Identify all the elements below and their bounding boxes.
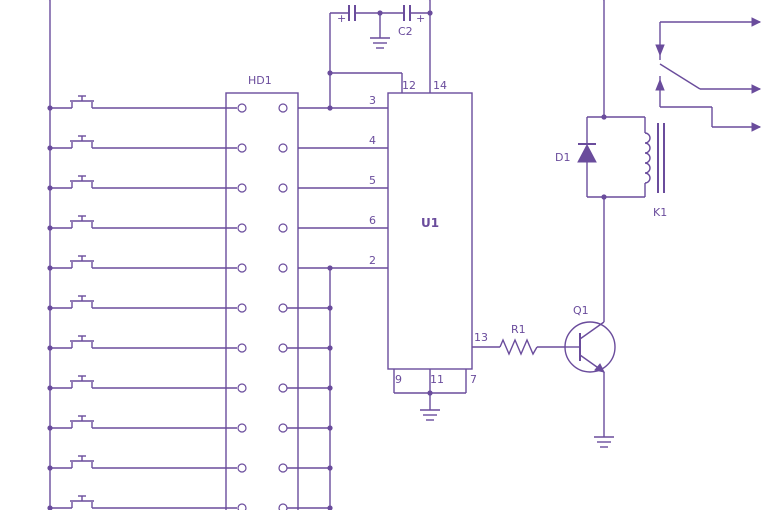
c-plus-right: + (416, 12, 425, 25)
pushbutton-row (47, 375, 237, 391)
q1-label: Q1 (573, 304, 589, 317)
pushbutton-row (47, 135, 237, 151)
relay-contacts (655, 17, 762, 132)
pin-6-label: 6 (369, 214, 376, 227)
hd1-pin-right (278, 263, 288, 273)
r1-label: R1 (511, 323, 526, 336)
hd1-pin-right (278, 183, 288, 193)
pushbutton-row (47, 335, 237, 351)
d1-label: D1 (555, 151, 570, 164)
hd1-label: HD1 (248, 74, 272, 87)
hd1-pin-right (278, 103, 288, 113)
k1-label: K1 (653, 206, 667, 219)
pushbutton-row (47, 295, 237, 311)
hd1-pin-left (237, 503, 247, 510)
d1-k1-network: D1 K1 (555, 0, 667, 219)
hd1-pin-right (278, 423, 288, 433)
pushbutton-row (47, 255, 237, 271)
pin-4-label: 4 (369, 134, 376, 147)
pin-11-label: 11 (430, 373, 444, 386)
q1-ground-symbol (594, 436, 614, 448)
hd1-pin-left (237, 183, 247, 193)
c2-label: C2 (398, 25, 413, 38)
pushbutton-array (47, 95, 237, 510)
u1-chip: U1 12 14 3 4 5 6 2 13 9 11 7 (369, 79, 488, 410)
hd1-pin-left (237, 303, 247, 313)
pin-3-label: 3 (369, 94, 376, 107)
hd1-header: HD1 (225, 74, 333, 510)
pin-7-label: 7 (470, 373, 477, 386)
pin-9-label: 9 (395, 373, 402, 386)
pushbutton-row (47, 215, 237, 231)
r1-resistor: R1 (472, 323, 565, 356)
hd1-pin-right (278, 303, 288, 313)
hd1-pin-right (278, 463, 288, 473)
pushbutton-row (47, 495, 237, 510)
pin-12-label: 12 (402, 79, 416, 92)
pin-2-label: 2 (369, 254, 376, 267)
pin-14-label: 14 (433, 79, 447, 92)
hd1-pin-right (278, 143, 288, 153)
c2-capacitor-network: + + C2 (327, 0, 433, 108)
hd1-pin-left (237, 423, 247, 433)
q1-transistor: Q1 (564, 197, 616, 437)
hd1-pin-left (237, 263, 247, 273)
hd1-pin-left (237, 223, 247, 233)
hd1-to-u1-wires (298, 105, 388, 271)
hd1-pin-left (237, 103, 247, 113)
u1-label: U1 (421, 216, 439, 230)
hd1-pin-left (237, 383, 247, 393)
c-plus-left: + (337, 12, 346, 25)
hd1-pin-right (278, 223, 288, 233)
pushbutton-row (47, 455, 237, 471)
hd1-pin-left (237, 143, 247, 153)
u1-ground-symbol (420, 409, 440, 421)
hd1-pin-right (278, 503, 288, 510)
left-supply-rail (49, 0, 51, 510)
hd1-pin-left (237, 343, 247, 353)
pushbutton-row (47, 175, 237, 191)
pin-13-label: 13 (474, 331, 488, 344)
pushbutton-row (47, 95, 237, 111)
hd1-pin-right (278, 383, 288, 393)
hd1-pins (237, 103, 333, 510)
pin-5-label: 5 (369, 174, 376, 187)
hd1-pin-left (237, 463, 247, 473)
pushbutton-row (47, 415, 237, 431)
hd1-pin-right (278, 343, 288, 353)
